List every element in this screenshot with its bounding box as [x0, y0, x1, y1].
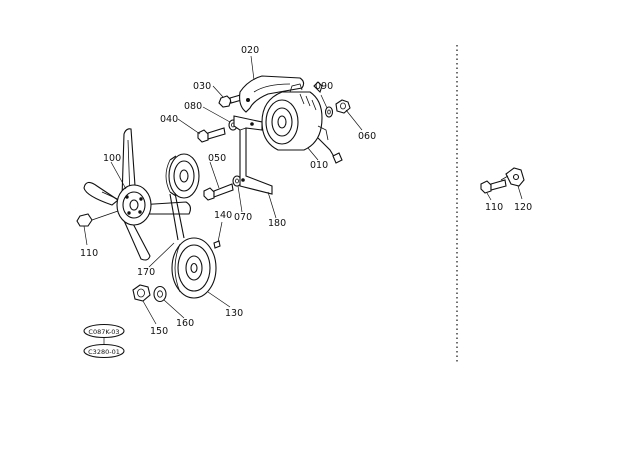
- label-130: 130: [225, 308, 243, 319]
- label-020: 020: [241, 45, 259, 56]
- label-140: 140: [214, 210, 232, 221]
- label-090: 090: [315, 81, 333, 92]
- leader-lines: [83, 55, 523, 325]
- label-100: 100: [103, 153, 121, 164]
- fan-pulley: [165, 153, 200, 199]
- bolt-050: [203, 183, 234, 201]
- label-080: 080: [184, 101, 202, 112]
- part-labels: 020 030 080 040 050 100 110 010 090 060 …: [80, 45, 532, 337]
- label-070: 070: [234, 212, 252, 223]
- ref-code-1-text: C087K-03: [88, 328, 119, 336]
- label-110: 110: [80, 248, 98, 259]
- nut-150: [132, 284, 151, 302]
- detail-clamp-120: [500, 167, 525, 187]
- washer-160: [153, 285, 167, 303]
- reference-code-2: C3280-01: [83, 343, 125, 359]
- label-050: 050: [208, 153, 226, 164]
- label-040: 040: [160, 114, 178, 125]
- reference-code-1: C087K-03: [83, 323, 125, 339]
- bolt-030: [218, 93, 246, 108]
- washer-090: [324, 106, 334, 118]
- v-belt-170: [169, 192, 185, 241]
- label-010: 010: [310, 160, 328, 171]
- label-120: 120: [514, 202, 532, 213]
- alternator-010: [261, 81, 343, 164]
- label-150: 150: [150, 326, 168, 337]
- key-140: [213, 240, 221, 249]
- label-160: 160: [176, 318, 194, 329]
- label-180: 180: [268, 218, 286, 229]
- stay-180: [233, 115, 273, 195]
- bolt-040: [197, 127, 226, 143]
- bracket-020: [239, 75, 305, 113]
- detail-bolt-110: [480, 179, 507, 194]
- ref-code-2-text: C3280-01: [88, 348, 120, 356]
- bolt-110-left: [76, 210, 119, 227]
- crank-pulley-130: [171, 237, 217, 299]
- label-170: 170: [137, 267, 155, 278]
- label-060: 060: [358, 131, 376, 142]
- nut-060: [335, 99, 351, 114]
- label-030: 030: [193, 81, 211, 92]
- label-110-detail: 110: [485, 202, 503, 213]
